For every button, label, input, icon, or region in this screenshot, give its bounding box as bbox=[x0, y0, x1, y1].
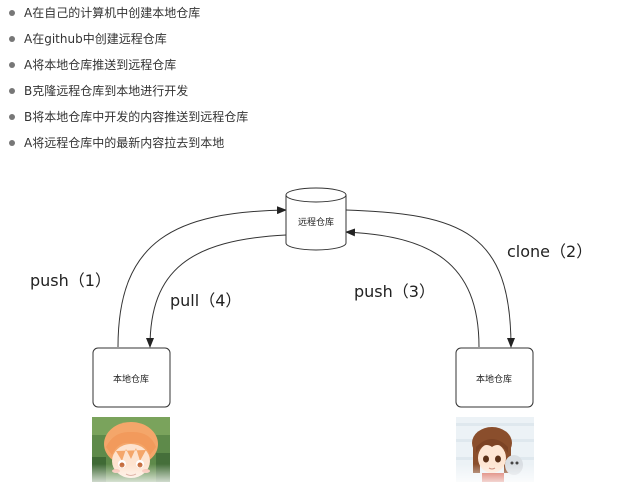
bullet-icon bbox=[9, 62, 15, 68]
bullet-icon bbox=[9, 36, 15, 42]
pull4-label: pull（4） bbox=[170, 291, 241, 310]
bullet-icon bbox=[9, 88, 15, 94]
bullet-icon bbox=[9, 140, 15, 146]
push1-label: push（1） bbox=[30, 271, 111, 290]
database-icon bbox=[285, 195, 347, 251]
step-text: B将本地仓库中开发的内容推送到远程仓库 bbox=[24, 110, 249, 124]
step-text: A将远程仓库中的最新内容拉去到本地 bbox=[24, 136, 225, 150]
bullet-icon bbox=[9, 10, 15, 16]
bullet-icon bbox=[9, 114, 15, 120]
local-repository-b-label: 本地仓库 bbox=[476, 373, 512, 385]
bottom-fade bbox=[0, 464, 635, 482]
remote-repository-label: 远程仓库 bbox=[298, 216, 334, 228]
step-text: A在github中创建远程仓库 bbox=[24, 32, 167, 46]
step-text: B克隆远程仓库到本地进行开发 bbox=[24, 84, 189, 98]
step-text: A将本地仓库推送到远程仓库 bbox=[24, 58, 177, 72]
cylinder-top bbox=[285, 187, 347, 203]
step-text: A在自己的计算机中创建本地仓库 bbox=[24, 6, 201, 20]
local-repository-a-box bbox=[92, 347, 171, 408]
push3-arrow bbox=[345, 228, 480, 348]
local-repository-b-box bbox=[455, 347, 534, 408]
local-repository-a: 本地仓库 bbox=[92, 347, 171, 408]
clone2-label: clone（2） bbox=[507, 242, 592, 261]
local-repository-b: 本地仓库 bbox=[455, 347, 534, 408]
push1-arrow bbox=[117, 206, 287, 348]
push3-label: push（3） bbox=[354, 282, 435, 301]
clone2-arrow bbox=[345, 209, 515, 348]
remote-repository: 远程仓库 bbox=[285, 187, 347, 251]
pull4-arrow bbox=[146, 234, 287, 348]
local-repository-a-label: 本地仓库 bbox=[113, 373, 149, 385]
